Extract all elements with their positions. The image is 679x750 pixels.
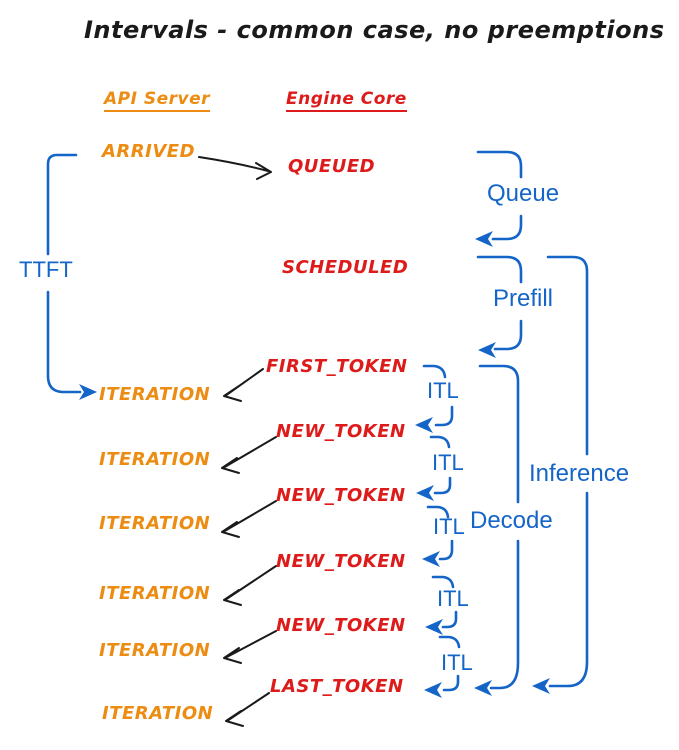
- interval-label-prefill: Prefill: [493, 285, 554, 312]
- interval-label-inference: Inference: [529, 460, 630, 487]
- itl-3-hook: [438, 539, 454, 561]
- event-iteration-5: ITERATION: [99, 640, 211, 661]
- page-title: Intervals - common case, no preemptions: [84, 16, 665, 44]
- itl-4-hook: [441, 610, 458, 629]
- inference-bracket-top: [546, 255, 589, 456]
- event-iteration-4: ITERATION: [99, 583, 211, 604]
- itl-1-hook: [434, 405, 454, 427]
- prefill-bracket-top: [476, 255, 523, 284]
- arrow-arrived-to-queued: [198, 156, 272, 180]
- interval-label-itl-4: ITL: [437, 586, 469, 611]
- ttft-arrowhead-right-icon: [79, 384, 97, 400]
- itl-2-start-arc: [429, 435, 451, 449]
- arrow-new-token-to-iteration: [223, 630, 277, 664]
- event-scheduled: SCHEDULED: [282, 257, 409, 278]
- column-header-api-server: API Server: [104, 89, 211, 112]
- event-new-token-1: NEW_TOKEN: [276, 421, 406, 442]
- event-queued: QUEUED: [288, 156, 376, 177]
- queue-arrowhead-left-icon: [475, 231, 493, 247]
- event-arrived: ARRIVED: [102, 141, 196, 162]
- interval-label-itl-1: ITL: [427, 378, 459, 403]
- decode-arrowhead-left-icon: [474, 680, 492, 696]
- itl-5-hook: [442, 674, 460, 692]
- itl-marks: [415, 364, 461, 698]
- itl-4-arrowhead-left-icon: [425, 619, 443, 635]
- arrow-first-token-to-iteration: [223, 368, 264, 402]
- arrow-new-token-to-iteration: [221, 500, 277, 538]
- itl-2-hook: [433, 476, 452, 495]
- event-iteration-6: ITERATION: [102, 703, 214, 724]
- interval-label-decode: Decode: [470, 507, 553, 534]
- itl-4-start-arc: [431, 575, 455, 589]
- queue-bracket-bottom: [491, 214, 523, 241]
- inference-bracket: [532, 255, 589, 694]
- queue-bracket: [475, 150, 523, 247]
- column-header-engine-core: Engine Core: [286, 89, 407, 112]
- ttft-bracket: [46, 153, 97, 400]
- event-iteration-2: ITERATION: [99, 449, 211, 470]
- ttft-bracket-top: [46, 153, 78, 256]
- inference-bracket-bottom: [548, 491, 589, 688]
- itl-2-arrowhead-left-icon: [416, 485, 434, 501]
- event-last-token: LAST_TOKEN: [270, 676, 404, 697]
- decode-bracket-top: [478, 364, 520, 504]
- decode-bracket-bottom: [489, 539, 520, 690]
- event-arrows: [198, 156, 277, 727]
- interval-label-itl-2: ITL: [432, 450, 464, 475]
- decode-bracket: [474, 364, 520, 696]
- interval-label-queue: Queue: [487, 180, 560, 207]
- itl-5-start-arc: [438, 635, 461, 649]
- itl-1-start-arc: [422, 364, 447, 379]
- itl-5-arrowhead-left-icon: [424, 682, 442, 698]
- queue-bracket-top: [476, 150, 523, 179]
- prefill-arrowhead-left-icon: [478, 342, 496, 358]
- inference-arrowhead-left-icon: [532, 678, 550, 694]
- arrow-new-token-to-iteration: [223, 565, 277, 606]
- event-new-token-2: NEW_TOKEN: [276, 485, 406, 506]
- interval-label-itl-3: ITL: [433, 514, 465, 539]
- prefill-bracket-bottom: [493, 319, 523, 351]
- event-first-token: FIRST_TOKEN: [266, 356, 408, 377]
- event-iteration-1: ITERATION: [99, 384, 211, 405]
- arrow-new-token-to-iteration: [221, 436, 277, 474]
- itl-3-arrowhead-left-icon: [422, 551, 440, 567]
- ttft-bracket-bottom: [46, 290, 82, 394]
- itl-3-start-arc: [426, 505, 450, 519]
- interval-label-ttft: TTFT: [19, 257, 73, 282]
- prefill-bracket: [476, 255, 523, 358]
- arrow-last-token-to-iteration: [225, 692, 270, 727]
- event-new-token-4: NEW_TOKEN: [276, 615, 406, 636]
- event-new-token-3: NEW_TOKEN: [276, 551, 406, 572]
- itl-1-arrowhead-left-icon: [415, 417, 433, 433]
- event-iteration-3: ITERATION: [99, 513, 211, 534]
- interval-label-itl-5: ITL: [441, 650, 473, 675]
